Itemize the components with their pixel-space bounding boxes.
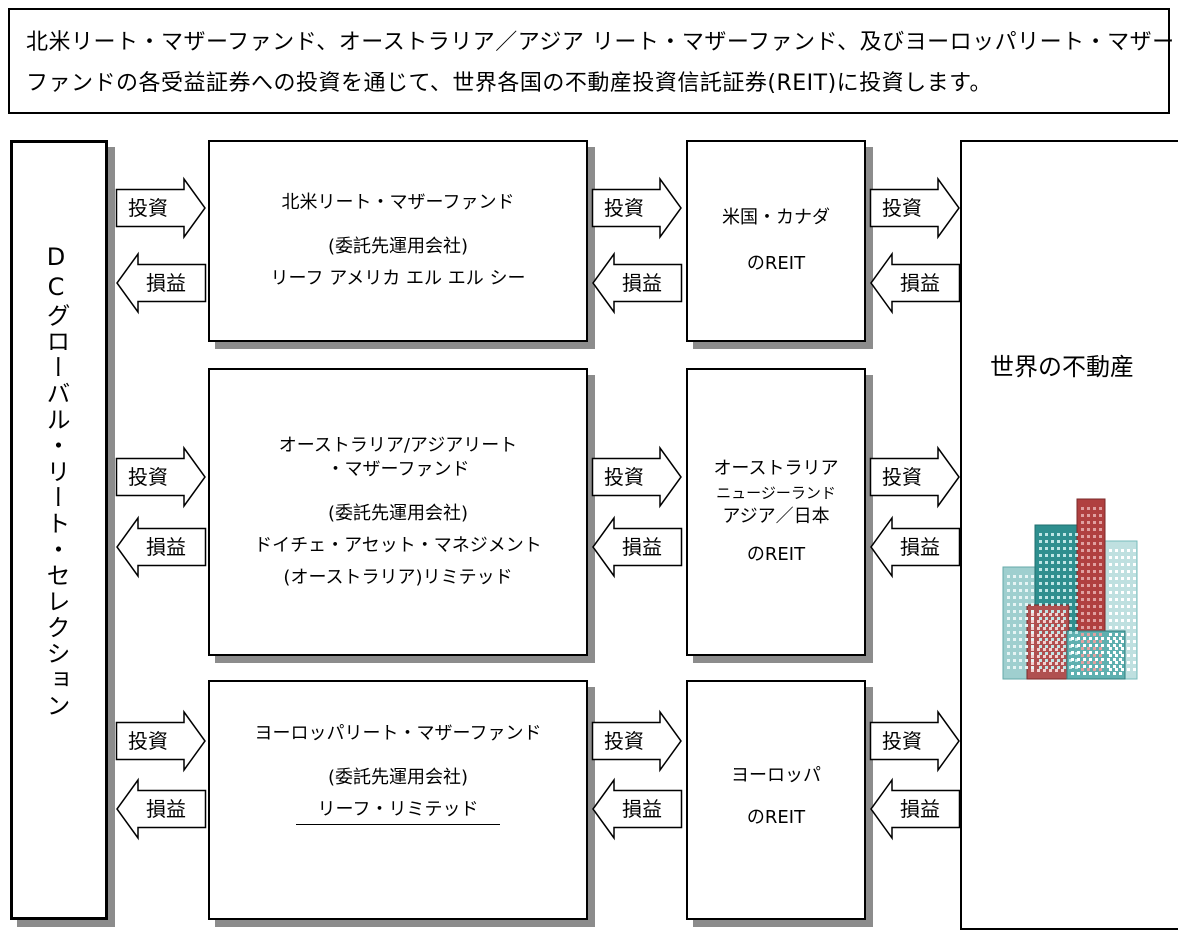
invest-arrow-label: 投資 (128, 465, 168, 489)
invest-arrow-label: 投資 (882, 196, 922, 220)
manager-label: (委託先運用会社) (327, 503, 469, 524)
return-arrow: 損益 (116, 777, 207, 841)
fund-box-australia-asia: オーストラリア/アジアリート ・マザーファンド (委託先運用会社) ドイチェ・ア… (208, 368, 588, 656)
invest-arrow: 投資 (869, 176, 960, 240)
invest-arrow: 投資 (869, 445, 960, 509)
manager-name-2: (オーストラリア)リミテッド (283, 567, 513, 588)
return-arrow-label: 損益 (622, 797, 662, 821)
invest-arrow: 投資 (591, 709, 682, 773)
return-arrow: 損益 (870, 777, 961, 841)
intro-line-1: 北米リート・マザーファンド、オーストラリア／アジア リート・マザーファンド、及び… (26, 30, 1175, 55)
fund-box-north-america: 北米リート・マザーファンド (委託先運用会社) リーフ アメリカ エル エル シ… (208, 140, 588, 342)
return-arrow-label: 損益 (146, 535, 186, 559)
reit-box-europe: ヨーロッパ のREIT (686, 680, 866, 920)
return-arrow-label: 損益 (622, 535, 662, 559)
return-arrow-label: 損益 (900, 271, 940, 295)
return-arrow: 損益 (116, 515, 207, 579)
manager-label: (委託先運用会社) (327, 236, 469, 257)
return-arrow: 損益 (116, 251, 207, 315)
reit-box-australia-asia: オーストラリア ニュージーランド アジア／日本 のREIT (686, 368, 866, 656)
fund-name: オーストラリア/アジアリート (278, 435, 518, 456)
manager-name: リーフ アメリカ エル エル シー (270, 268, 526, 289)
return-arrow: 損益 (870, 515, 961, 579)
invest-arrow: 投資 (115, 709, 206, 773)
fund-name-2: ・マザーファンド (326, 459, 470, 480)
return-arrow-label: 損益 (900, 797, 940, 821)
return-arrow: 損益 (592, 515, 683, 579)
manager-label: (委託先運用会社) (327, 767, 469, 788)
invest-arrow: 投資 (591, 176, 682, 240)
reit-region: 米国・カナダ (722, 207, 830, 228)
reit-box-north-america: 米国・カナダ のREIT (686, 140, 866, 342)
reit-region: オーストラリア (713, 458, 839, 479)
invest-arrow-label: 投資 (128, 729, 168, 753)
return-arrow: 損益 (592, 777, 683, 841)
dc-fund-box: DCグローバル・リート・セレクション (10, 140, 108, 920)
manager-name: リーフ・リミテッド (295, 798, 501, 825)
fund-box-europe: ヨーロッパリート・マザーファンド (委託先運用会社) リーフ・リミテッド (208, 680, 588, 920)
return-arrow: 損益 (592, 251, 683, 315)
return-arrow-label: 損益 (622, 271, 662, 295)
return-arrow-label: 損益 (146, 797, 186, 821)
invest-arrow-label: 投資 (604, 465, 644, 489)
return-arrow: 損益 (870, 251, 961, 315)
reit-label: のREIT (746, 253, 806, 274)
fund-name: 北米リート・マザーファンド (281, 192, 515, 213)
invest-arrow: 投資 (115, 176, 206, 240)
return-arrow-label: 損益 (900, 535, 940, 559)
dc-fund-label: DCグローバル・リート・セレクション (42, 243, 70, 719)
reit-region-2: ニュージーランド (716, 484, 836, 502)
reit-label: のREIT (746, 807, 806, 828)
reit-region: ヨーロッパ (731, 765, 821, 786)
invest-arrow: 投資 (869, 709, 960, 773)
intro-textbox: 北米リート・マザーファンド、オーストラリア／アジア リート・マザーファンド、及び… (8, 8, 1175, 114)
return-arrow-label: 損益 (146, 271, 186, 295)
world-real-estate-label: 世界の不動産 (990, 353, 1134, 381)
invest-arrow-label: 投資 (128, 196, 168, 220)
reit-label: のREIT (746, 544, 806, 565)
invest-arrow-label: 投資 (604, 729, 644, 753)
invest-arrow-label: 投資 (604, 196, 644, 220)
invest-arrow: 投資 (115, 445, 206, 509)
reit-region-3: アジア／日本 (722, 506, 830, 527)
intro-line-2: ファンドの各受益証券への投資を通じて、世界各国の不動産投資信託証券(REIT)に… (26, 71, 992, 96)
invest-arrow: 投資 (591, 445, 682, 509)
invest-arrow-label: 投資 (882, 729, 922, 753)
fund-name: ヨーロッパリート・マザーファンド (254, 723, 542, 744)
manager-name: ドイチェ・アセット・マネジメント (254, 535, 542, 556)
invest-arrow-label: 投資 (882, 465, 922, 489)
buildings-illustration (1002, 498, 1138, 680)
